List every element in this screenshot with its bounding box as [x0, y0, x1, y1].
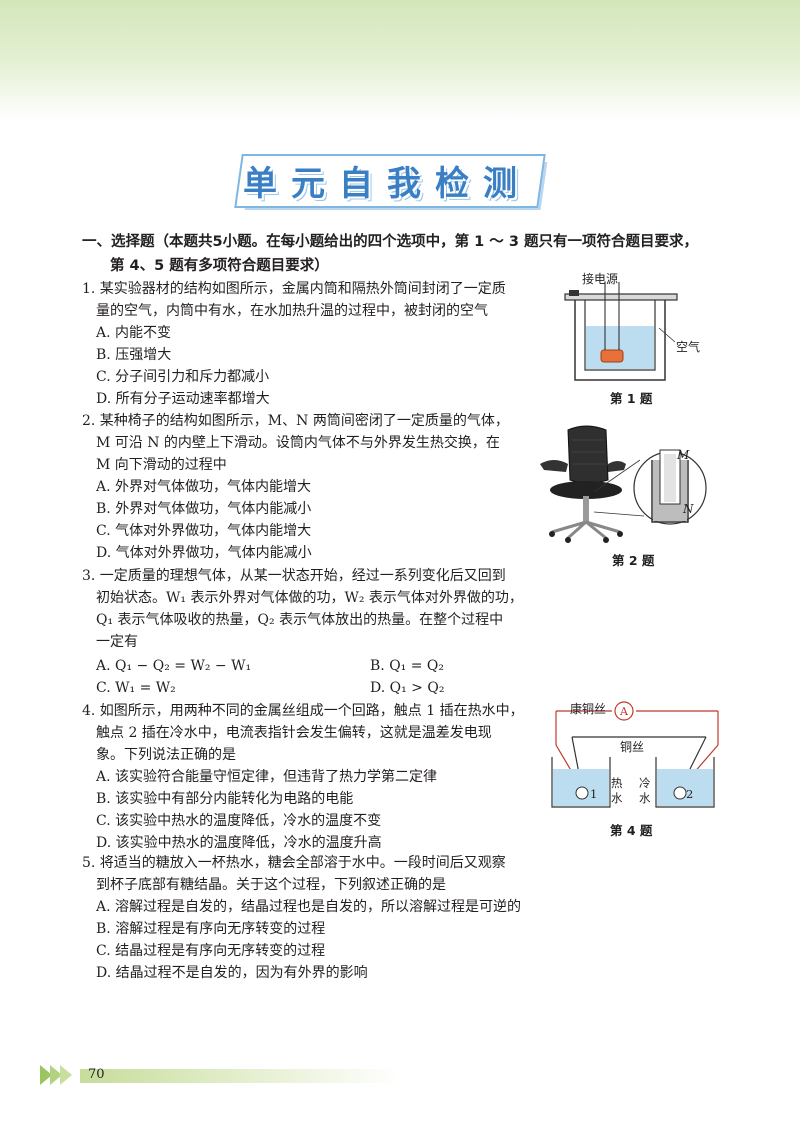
q3-stem-line3: Q₁ 表示气体吸收的热量，Q₂ 表示气体放出的热量。在整个过程中 — [96, 612, 504, 628]
unit-title-banner: 单元自我检测 — [228, 150, 548, 212]
q4-label-hot-1: 热 — [611, 776, 623, 790]
q1-stem-line2: 量的空气，内筒中有水，在水加热升温的过程中，被封闭的空气 — [96, 303, 488, 319]
q4-option-d: D. 该实验中热水的温度降低，冷水的温度升高 — [96, 835, 382, 851]
q4-option-b: B. 该实验中有部分内能转化为电路的电能 — [96, 791, 354, 807]
q4-label-copper: 铜丝 — [620, 740, 645, 754]
q3-stem-line2: 初始状态。W₁ 表示外界对气体做的功，W₂ 表示气体对外界做的功， — [96, 590, 523, 606]
q4-label-cold-1: 冷 — [639, 776, 651, 790]
q4-label-contact-1: 1 — [590, 787, 598, 801]
q3-stem-line4: 一定有 — [96, 634, 138, 650]
q2-stem-line2: M 可沿 N 的内壁上下滑动。设筒内气体不与外界发生热交换，在 — [96, 435, 500, 451]
header-band — [0, 0, 800, 120]
q2-label-n: N — [683, 502, 694, 516]
q1-option-c: C. 分子间引力和斥力都减小 — [96, 369, 270, 385]
q4-option-a: A. 该实验符合能量守恒定律，但违背了热力学第二定律 — [96, 769, 438, 785]
footer-arrows-icon — [40, 1065, 72, 1085]
q4-label-hot-2: 水 — [611, 791, 623, 805]
q1-option-b: B. 压强增大 — [96, 347, 172, 363]
section-header: 一、选择题（本题共5小题。在每小题给出的四个选项中，第 1 ～ 3 题只有一项符… — [82, 230, 732, 278]
q3-option-c: C. W₁ = W₂ — [96, 680, 176, 696]
section-header-line1: 一、选择题（本题共5小题。在每小题给出的四个选项中，第 1 ～ 3 题只有一项符… — [82, 234, 698, 250]
q2-stem-line3: M 向下滑动的过程中 — [96, 457, 227, 473]
q3-option-d: D. Q₁ > Q₂ — [370, 680, 445, 696]
q2-stem-line1: 2. 某种椅子的结构如图所示，M、N 两筒间密闭了一定质量的气体， — [82, 413, 509, 429]
q5-option-d: D. 结晶过程不是自发的，因为有外界的影响 — [96, 965, 368, 981]
q2-label-m: M — [677, 448, 690, 462]
q2-option-d: D. 气体对外界做功，气体内能减小 — [96, 545, 312, 561]
q2-option-a: A. 外界对气体做功，气体内能增大 — [96, 479, 312, 495]
q3-option-b: B. Q₁ = Q₂ — [370, 658, 444, 674]
q2-figure-chair — [540, 425, 707, 543]
q5-stem-line2: 到杯子底部有糖结晶。关于这个过程，下列叙述正确的是 — [96, 877, 446, 893]
q5-option-a: A. 溶解过程是自发的，结晶过程也是自发的，所以溶解过程是可逆的 — [96, 899, 522, 915]
section-header-line2: 第 4、5 题有多项符合题目要求） — [110, 258, 329, 274]
q4-label-constantan: 康铜丝 — [570, 702, 607, 716]
q4-label-cold-2: 水 — [639, 791, 651, 805]
q5-stem-line1: 5. 将适当的糖放入一杯热水，糖会全部溶于水中。一段时间后又观察 — [82, 855, 506, 871]
q4-label-contact-2: 2 — [686, 787, 694, 801]
q1-option-d: D. 所有分子运动速率都增大 — [96, 391, 270, 407]
q2-caption: 第 2 题 — [612, 553, 655, 568]
q4-stem-line2: 触点 2 插在冷水中，电流表指针会发生偏转，这就是温差发电现 — [96, 725, 492, 741]
q1-caption: 第 1 题 — [610, 391, 653, 406]
q1-option-a: A. 内能不变 — [96, 325, 172, 341]
q5-option-c: C. 结晶过程是有序向无序转变的过程 — [96, 943, 326, 959]
q3-option-a: A. Q₁ − Q₂ = W₂ − W₁ — [96, 658, 252, 674]
q3-stem-line1: 3. 一定质量的理想气体，从某一状态开始，经过一系列变化后又回到 — [82, 568, 506, 584]
q5-option-b: B. 溶解过程是有序向无序转变的过程 — [96, 921, 326, 937]
q4-ammeter-symbol: A — [620, 705, 628, 718]
q1-stem-line1: 1. 某实验器材的结构如图所示，金属内筒和隔热外筒间封闭了一定质 — [82, 281, 506, 297]
q1-label-air: 空气 — [676, 340, 701, 354]
page-number: 70 — [88, 1067, 105, 1082]
q4-figure — [551, 701, 719, 808]
q4-caption: 第 4 题 — [610, 823, 653, 838]
page-footer — [40, 1063, 400, 1087]
q4-stem-line3: 象。下列说法正确的是 — [96, 747, 236, 763]
q4-option-c: C. 该实验中热水的温度降低，冷水的温度不变 — [96, 813, 382, 829]
page-title: 单元自我检测 — [243, 164, 531, 204]
q1-figure — [564, 282, 678, 381]
q1-label-power: 接电源 — [582, 272, 619, 286]
q2-option-c: C. 气体对外界做功，气体内能增大 — [96, 523, 312, 539]
q2-option-b: B. 外界对气体做功，气体内能减小 — [96, 501, 312, 517]
q4-stem-line1: 4. 如图所示，用两种不同的金属丝组成一个回路，触点 1 插在热水中， — [82, 703, 524, 719]
